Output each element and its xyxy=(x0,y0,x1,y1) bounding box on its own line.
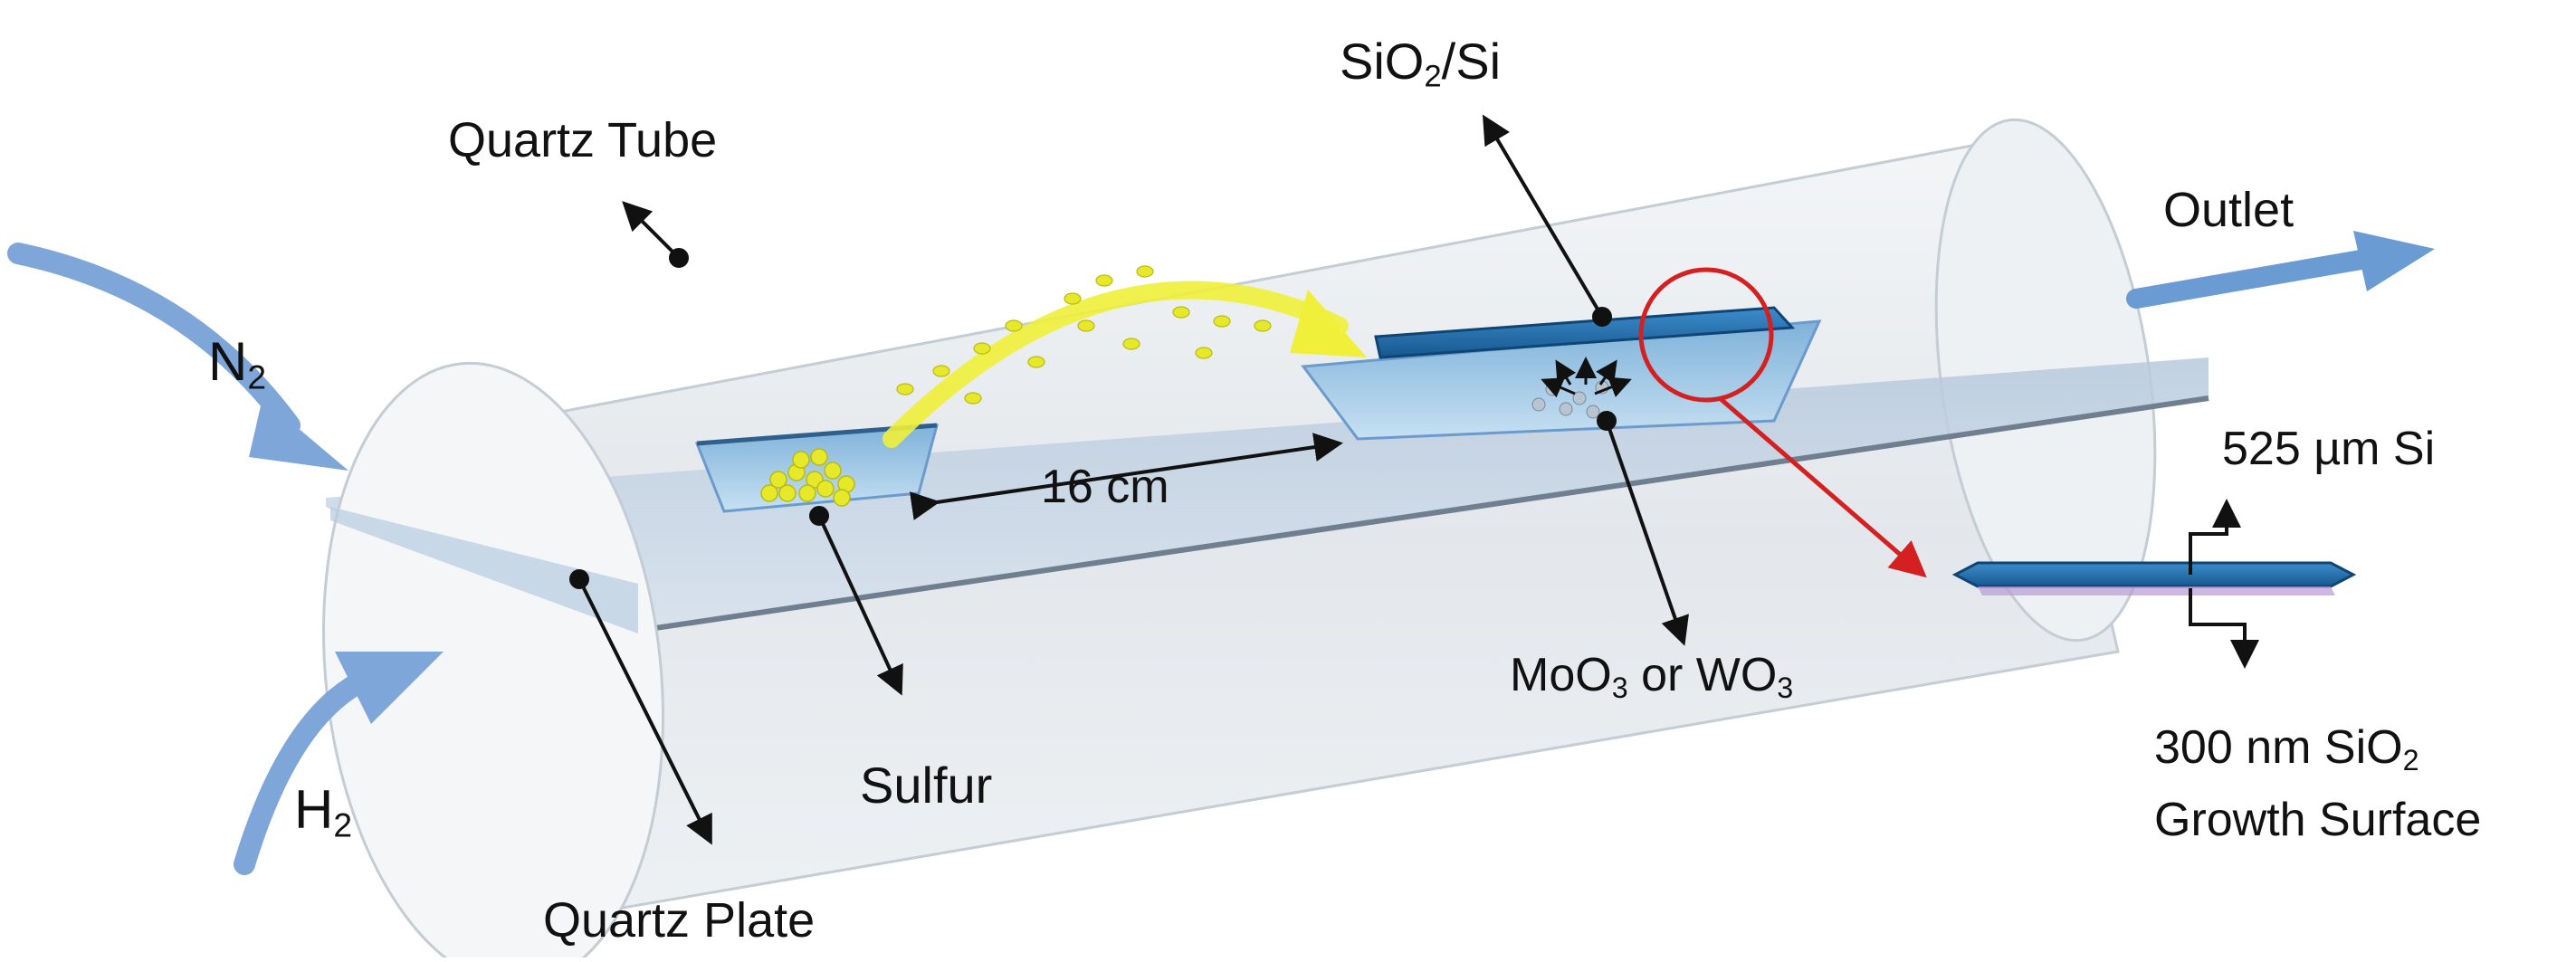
precursor-boat xyxy=(1301,306,1822,441)
sulfur-powder xyxy=(760,448,855,507)
precursor-sub1: 3 xyxy=(1611,671,1628,705)
label-quartz-tube: Quartz Tube xyxy=(448,113,718,167)
quartz-plate-pointer xyxy=(569,569,712,845)
n2-subscript: 2 xyxy=(247,357,267,396)
sulfur-boat xyxy=(694,423,939,513)
growth-site-highlight xyxy=(1638,267,1774,403)
n2-inflow-arrow xyxy=(7,243,348,471)
substrate-a: SiO xyxy=(1340,33,1425,90)
tube-inlet-end xyxy=(322,361,664,962)
label-oxide-thickness: 300 nm SiO2 xyxy=(2154,724,2419,775)
substrate-subscript: 2 xyxy=(1424,59,1442,94)
label-precursor: MoO3 or WO3 xyxy=(1510,652,1793,702)
label-quartz-plate: Quartz Plate xyxy=(543,893,816,948)
precursor-pointer xyxy=(1597,411,1689,646)
label-outlet: Outlet xyxy=(2163,183,2295,237)
label-growth-surface: Growth Surface xyxy=(2154,794,2482,846)
quartz-tube xyxy=(322,118,2209,962)
sulfur-vapor-flow xyxy=(883,265,1457,448)
precursor-sub2: 3 xyxy=(1777,671,1794,705)
substrate-b: /Si xyxy=(1441,33,1502,90)
precursor-mid: or WO xyxy=(1627,649,1778,701)
label-sulfur: Sulfur xyxy=(860,757,993,814)
substrate-pointer xyxy=(1482,114,1612,327)
n2-base: N xyxy=(208,331,248,392)
label-distance: 16 cm xyxy=(1041,461,1169,513)
label-h2: H2 xyxy=(294,783,352,843)
zoom-arrow xyxy=(1718,396,1927,578)
quartz-tube-pointer xyxy=(622,201,689,268)
outlet-arrow xyxy=(2126,231,2435,309)
precursor-a: MoO xyxy=(1510,649,1612,701)
sulfur-pointer xyxy=(809,506,903,696)
label-n2: N2 xyxy=(208,335,266,395)
label-si-thickness: 525 µm Si xyxy=(2222,423,2436,475)
h2-base: H xyxy=(294,779,334,840)
wafer-cross-section xyxy=(1951,499,2357,669)
oxide-a: 300 nm SiO xyxy=(2154,721,2403,774)
label-substrate: SiO2/Si xyxy=(1340,33,1502,94)
distance-dimension xyxy=(909,433,1343,520)
h2-subscript: 2 xyxy=(333,805,353,844)
h2-inflow-arrow xyxy=(234,652,444,875)
oxide-subscript: 2 xyxy=(2402,744,2419,777)
